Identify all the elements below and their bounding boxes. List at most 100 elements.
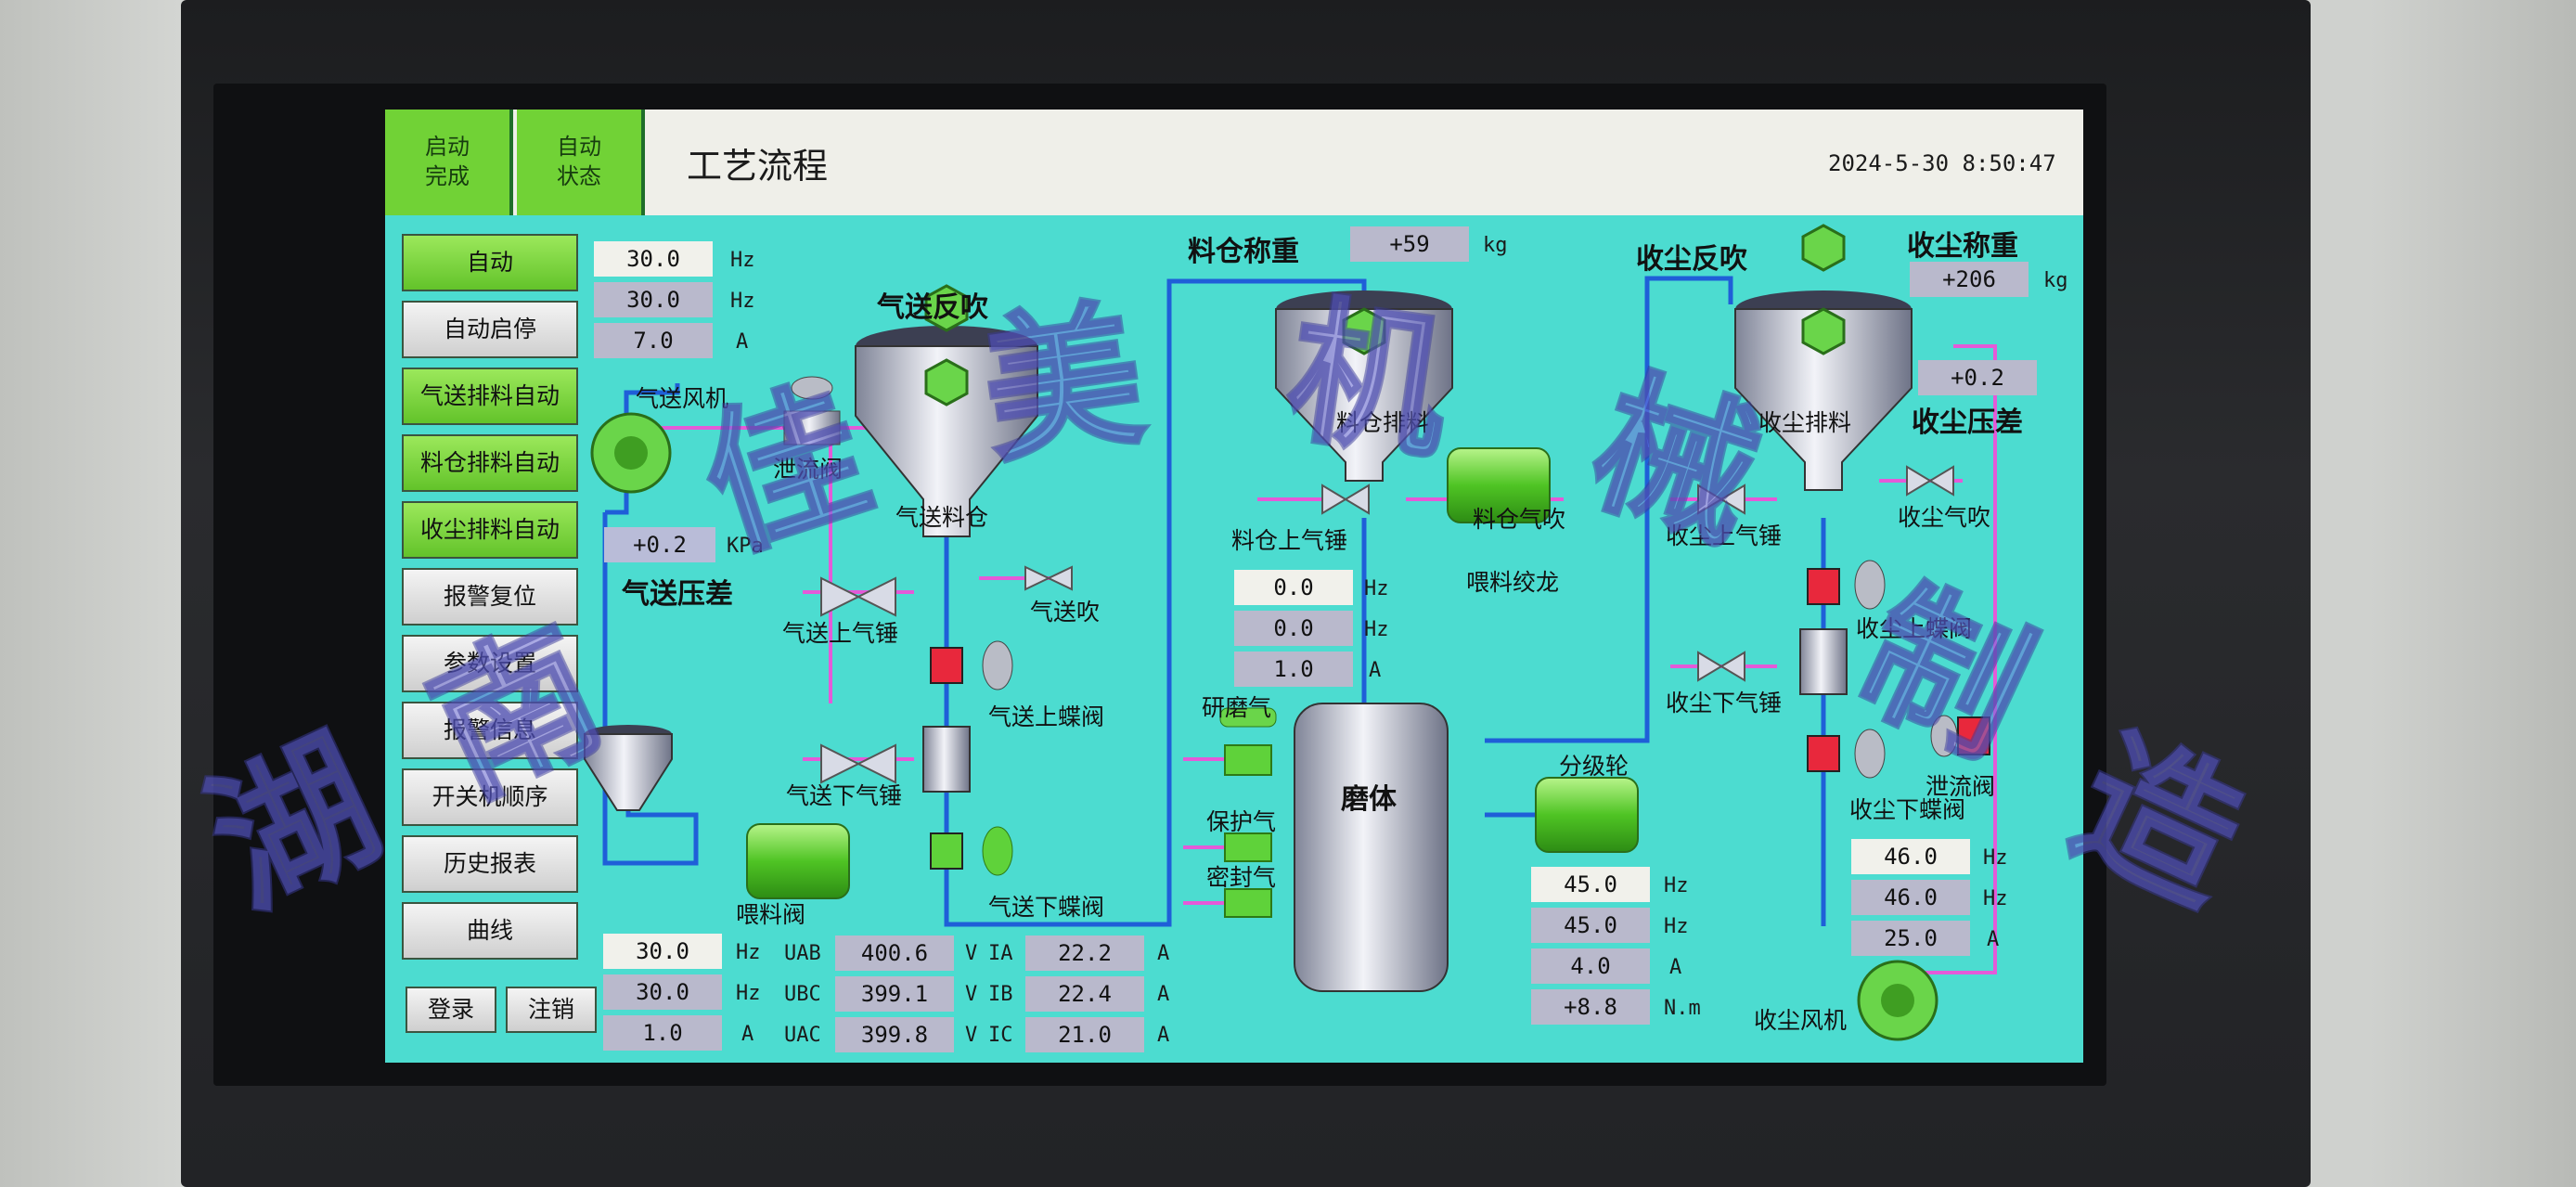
silo-upper-hammer-label: 料仓上气锤 (1231, 527, 1348, 554)
silo-discharge-auto-button[interactable]: 料仓排料自动 (402, 434, 578, 492)
screw-out-hz: 0.0 (1234, 611, 1353, 646)
history-report-button[interactable]: 历史报表 (402, 835, 578, 893)
uac-value: 399.8 (835, 1017, 954, 1052)
dust-discharge-auto-button[interactable]: 收尘排料自动 (402, 501, 578, 559)
screw-set-hz[interactable]: 0.0 (1234, 570, 1353, 605)
pneumatic-upper-butterfly-label: 气送上蝶阀 (988, 703, 1105, 730)
feeder-current-unit: A (741, 1023, 754, 1046)
relief-valve-label: 泄流阀 (773, 456, 844, 483)
power-sequence-button[interactable]: 开关机顺序 (402, 768, 578, 826)
datetime-display: 2024-5-30 8:50:47 (1828, 150, 2056, 176)
dust-fan-current-unit: A (1987, 928, 2000, 951)
dust-butterfly-valves (1799, 560, 1990, 779)
ubc-value: 399.1 (835, 976, 954, 1012)
login-button[interactable]: 登录 (406, 987, 496, 1033)
blower-current-unit: A (736, 330, 749, 354)
ic-unit: A (1157, 1024, 1170, 1047)
dust-weight-value: +206 (1910, 262, 2029, 297)
dust-weight-label: 收尘称重 (1907, 230, 2018, 263)
auto-state-line1: 自动 (557, 134, 601, 160)
grind-air-label: 研磨气 (1202, 694, 1272, 721)
logout-button[interactable]: 注销 (506, 987, 597, 1033)
protect-air-label: 保护气 (1206, 808, 1277, 835)
pneumatic-pressure-label: 气送压差 (622, 578, 733, 611)
dust-fan-out-hz-unit: Hz (1983, 887, 2008, 910)
seal-air-label: 密封气 (1206, 864, 1277, 891)
classifier-set-hz-unit: Hz (1664, 874, 1689, 897)
uab-label: UAB (784, 942, 821, 965)
feeder-label: 喂料阀 (736, 901, 806, 928)
silo-discharge-label: 料仓排料 (1336, 409, 1430, 436)
dust-fan-set-hz[interactable]: 46.0 (1851, 839, 1970, 874)
pneumatic-discharge-auto-button[interactable]: 气送排料自动 (402, 368, 578, 425)
feed-hopper-shape (584, 725, 673, 811)
alarm-reset-button[interactable]: 报警复位 (402, 568, 578, 626)
screw-current: 1.0 (1234, 652, 1353, 687)
param-settings-button[interactable]: 参数设置 (402, 635, 578, 692)
ubc-unit: V (965, 983, 978, 1006)
uab-unit: V (965, 942, 978, 965)
dust-weight-unit: kg (2043, 269, 2068, 292)
blower-current: 7.0 (594, 323, 713, 358)
curve-button[interactable]: 曲线 (402, 902, 578, 960)
pneumatic-lower-butterfly-label: 气送下蝶阀 (988, 894, 1105, 921)
pneumatic-silo-shape (855, 326, 1038, 537)
feeder-out-hz-unit: Hz (736, 982, 761, 1005)
uac-label: UAC (784, 1024, 821, 1047)
classifier-set-hz[interactable]: 45.0 (1531, 867, 1650, 902)
blower-out-hz: 30.0 (594, 282, 713, 317)
classifier-out-hz: 45.0 (1531, 908, 1650, 943)
relief-valve-shape (783, 376, 841, 445)
start-done-button[interactable]: 启动 完成 (385, 110, 513, 215)
dust-fan-label: 收尘风机 (1754, 1007, 1848, 1034)
pneumatic-butterfly-valves (922, 640, 1013, 876)
fans (590, 412, 1938, 1041)
auto-start-stop-button[interactable]: 自动启停 (402, 301, 578, 358)
ic-label: IC (988, 1024, 1013, 1047)
page-title: 工艺流程 (687, 146, 829, 187)
ia-value: 22.2 (1025, 935, 1144, 971)
feeder-current: 1.0 (603, 1015, 722, 1051)
dust-fan-out-hz: 46.0 (1851, 880, 1970, 915)
ic-value: 21.0 (1025, 1017, 1144, 1052)
auto-state-button[interactable]: 自动 状态 (517, 110, 645, 215)
silo-blow-label: 料仓气吹 (1473, 506, 1566, 533)
feeder-out-hz: 30.0 (603, 974, 722, 1010)
ib-label: IB (988, 983, 1013, 1006)
ia-unit: A (1157, 942, 1170, 965)
top-bar: 启动 完成 自动 状态 工艺流程 2024-5-30 8:50:47 (385, 110, 2083, 215)
auto-state-line2: 状态 (557, 163, 601, 189)
pneumatic-lower-hammer-label: 气送下气锤 (786, 782, 903, 809)
screw-current-unit: A (1369, 659, 1382, 682)
dust-discharge-label: 收尘排料 (1758, 409, 1852, 436)
feeder-set-hz[interactable]: 30.0 (603, 934, 722, 969)
blower-out-hz-unit: Hz (730, 290, 755, 313)
screw-set-hz-unit: Hz (1364, 577, 1389, 600)
blower-set-hz[interactable]: 30.0 (594, 241, 713, 277)
hmi-screen: 启动 完成 自动 状态 工艺流程 2024-5-30 8:50:47 (385, 110, 2083, 1063)
silo-weight-unit: kg (1483, 234, 1508, 257)
process-diagram (584, 224, 1997, 1041)
screw-out-hz-unit: Hz (1364, 618, 1389, 641)
start-done-line2: 完成 (425, 163, 470, 189)
dust-lower-butterfly-label: 收尘下蝶阀 (1849, 796, 1966, 823)
backblow-indicators (924, 224, 1846, 406)
ubc-label: UBC (784, 983, 821, 1006)
pneumatic-upper-hammer-label: 气送上气锤 (782, 620, 899, 647)
mill-label: 磨体 (1341, 783, 1397, 816)
mill-air-valves (1219, 707, 1277, 918)
pneumatic-pressure-unit: KPa (727, 535, 764, 558)
dust-pressure-label: 收尘压差 (1912, 406, 2023, 439)
pneumatic-silo-label: 气送料仓 (895, 504, 989, 531)
blower-set-hz-unit: Hz (730, 249, 755, 272)
alarm-info-button[interactable]: 报警信息 (402, 702, 578, 759)
pneumatic-backblow-label: 气送反吹 (877, 291, 988, 324)
mill-body-shape (1294, 703, 1449, 992)
feeder-set-hz-unit: Hz (736, 941, 761, 964)
dust-upper-butterfly-label: 收尘上蝶阀 (1856, 615, 1973, 642)
motors (746, 447, 1639, 899)
auto-button[interactable]: 自动 (402, 234, 578, 291)
start-done-line1: 启动 (425, 134, 470, 160)
ib-unit: A (1157, 983, 1170, 1006)
dust-upper-hammer-label: 收尘上气锤 (1666, 523, 1783, 549)
